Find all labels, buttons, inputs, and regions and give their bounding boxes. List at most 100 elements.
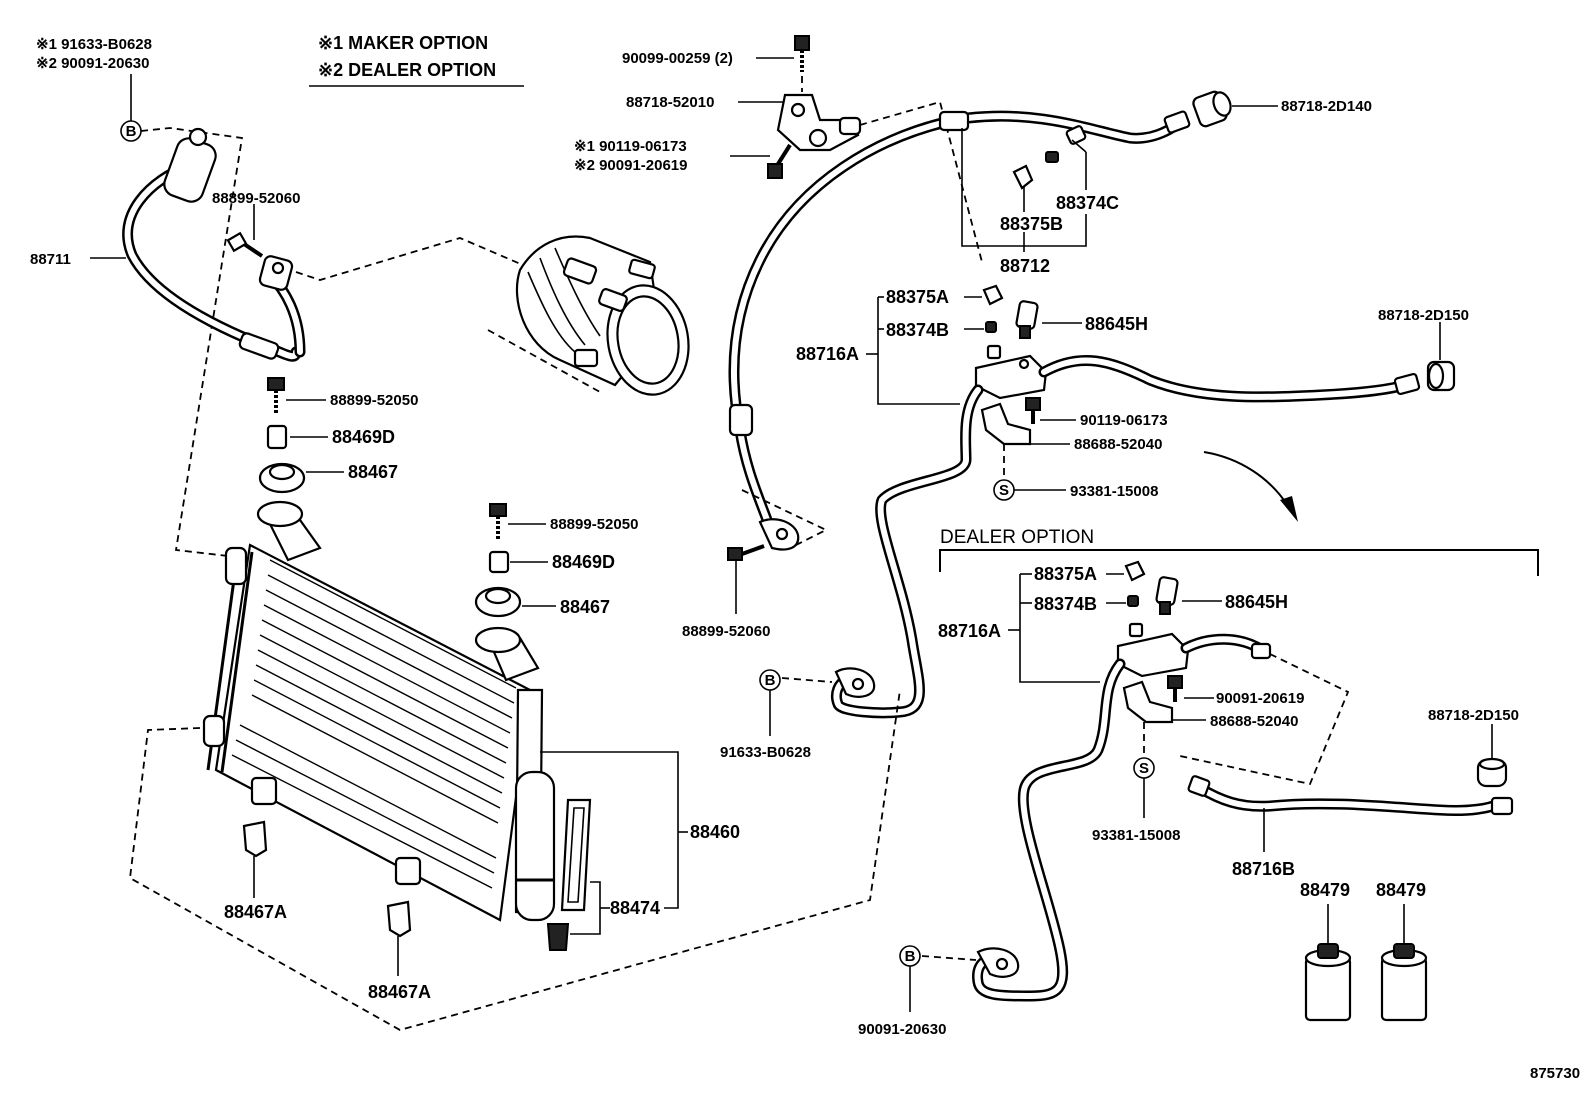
- label-88716a-top: 88716A: [796, 344, 859, 364]
- label-88375b: 88375B: [1000, 214, 1063, 234]
- fitting-91633-b0628[interactable]: [834, 667, 876, 698]
- bolt-90119-06173[interactable]: [1025, 397, 1041, 424]
- label-93381-15008-top: 93381-15008: [1070, 483, 1158, 500]
- label-88711: 88711: [30, 251, 71, 268]
- bolt-90091-20619[interactable]: [1167, 675, 1183, 702]
- svg-text:B: B: [905, 948, 916, 965]
- label-88374c: 88374C: [1056, 193, 1119, 213]
- bolt-88899-52060-top[interactable]: [226, 231, 264, 258]
- core-88374b-top[interactable]: [985, 321, 997, 333]
- bolt-88899-52050-a[interactable]: [267, 377, 285, 414]
- label-88469d-a: 88469D: [332, 427, 395, 447]
- label-88899-52050-b: 88899-52050: [550, 516, 638, 533]
- tube-end-right: [1393, 372, 1421, 396]
- core-88374b-low[interactable]: [1127, 595, 1139, 607]
- label-90091-20619: 90091-20619: [1216, 690, 1304, 707]
- label-88718-2d150-low: 88718-2D150: [1428, 707, 1519, 724]
- arrow-head: [1280, 496, 1298, 522]
- label-88645h-top: 88645H: [1085, 314, 1148, 334]
- expansion-valve-low: [1116, 622, 1190, 678]
- legend-dealer-option: ※2 DEALER OPTION: [318, 60, 496, 80]
- switch-88645h-top[interactable]: [1015, 300, 1039, 339]
- label-93381-15008-low: 93381-15008: [1092, 827, 1180, 844]
- bolt-90099-00259[interactable]: [794, 35, 810, 72]
- desiccant-88474[interactable]: [560, 798, 592, 912]
- condenser-88460: [202, 518, 540, 922]
- tube-joint-top: [938, 110, 970, 132]
- refrigerant-can-88479-a[interactable]: [1304, 943, 1352, 1022]
- callout-s-low[interactable]: S: [1133, 757, 1155, 779]
- callout-b-bottom[interactable]: B: [899, 945, 921, 967]
- legend-maker-option: ※1 MAKER OPTION: [318, 33, 488, 53]
- callout-b-mid[interactable]: B: [759, 669, 781, 691]
- section-title-dealer-option: DEALER OPTION: [940, 527, 1094, 548]
- note-line-1: ※1 91633-B0628: [36, 36, 152, 53]
- label-88688-52040-low: 88688-52040: [1210, 713, 1298, 730]
- label-90091-20630: 90091-20630: [858, 1021, 946, 1038]
- hose-sleeve: [238, 332, 280, 360]
- label-88716b: 88716B: [1232, 859, 1295, 879]
- fitting-90091-20630[interactable]: [976, 947, 1020, 978]
- cap-small-88374c: [1045, 151, 1059, 163]
- stub-tube-end: [1250, 642, 1272, 660]
- label-88479-b: 88479: [1376, 880, 1426, 900]
- label-88899-52060-top: 88899-52060: [212, 190, 300, 207]
- cap-88718-2d150-low[interactable]: [1476, 757, 1508, 788]
- bracket-88688-52040-top[interactable]: [980, 402, 1032, 446]
- label-88899-52060-mid: 88899-52060: [682, 623, 770, 640]
- callout-b-top[interactable]: B: [120, 120, 142, 142]
- callout-s-top[interactable]: S: [993, 479, 1015, 501]
- label-90099-00259: 90099-00259 (2): [622, 50, 733, 67]
- bolt-88899-52060-mid[interactable]: [727, 544, 765, 561]
- liquid-tube-front: [830, 384, 984, 719]
- valve-core-88374c[interactable]: [1065, 125, 1087, 145]
- section-bracket: [939, 549, 1539, 576]
- cap-88375a-top[interactable]: [982, 284, 1004, 306]
- dash-compressor-bottom: [487, 329, 601, 393]
- bracket-88718-52010[interactable]: [776, 93, 862, 152]
- label-88469d-b: 88469D: [552, 552, 615, 572]
- cap-88375b[interactable]: [1012, 164, 1034, 190]
- tube-88716b-end-right: [1490, 796, 1514, 816]
- plug-88474[interactable]: [546, 923, 570, 951]
- label-88479-a: 88479: [1300, 880, 1350, 900]
- switch-88645h-low[interactable]: [1155, 576, 1179, 615]
- label-88899-52050-a: 88899-52050: [330, 392, 418, 409]
- label-88718-2d150-top: 88718-2D150: [1378, 307, 1469, 324]
- cap-88718-2d150-top[interactable]: [1426, 360, 1456, 392]
- label-88375a-top: 88375A: [886, 287, 949, 307]
- hose-sleeve-mid: [728, 403, 754, 437]
- label-88645h-low: 88645H: [1225, 592, 1288, 612]
- collar-88469d-b[interactable]: [488, 550, 510, 574]
- bracket-88688-52040-low[interactable]: [1122, 680, 1174, 724]
- hose-fitting-mid: [758, 518, 800, 551]
- cushion-88467a-b[interactable]: [386, 900, 412, 938]
- cap-88718-2d140[interactable]: [1192, 90, 1234, 128]
- dash-hose-to-condenser: [140, 127, 244, 557]
- label-88374b-low: 88374B: [1034, 594, 1097, 614]
- bolt-90119-06173-top[interactable]: [767, 143, 792, 179]
- hose-fitting-compressor: [258, 255, 294, 291]
- tube-end-top: [1163, 110, 1191, 134]
- arrow-to-dealer-option: [1203, 451, 1289, 507]
- dash-compressor-top: [295, 237, 531, 281]
- refrigerant-can-88479-b[interactable]: [1380, 943, 1428, 1022]
- dash-condenser-loop: [129, 689, 901, 1031]
- collar-88469d-a[interactable]: [266, 424, 288, 450]
- label-88375a-low: 88375A: [1034, 564, 1097, 584]
- cushion-88467a-a[interactable]: [242, 820, 268, 858]
- label-88712: 88712: [1000, 256, 1050, 276]
- label-91633-b0628: 91633-B0628: [720, 744, 811, 761]
- bolt-88899-52050-b[interactable]: [489, 503, 507, 540]
- svg-text:S: S: [999, 482, 1009, 499]
- label-88460: 88460: [690, 822, 740, 842]
- label-88718-2d140: 88718-2D140: [1281, 98, 1372, 115]
- bolt-note-line-1: ※1 90119-06173: [574, 138, 687, 155]
- label-88467-b: 88467: [560, 597, 610, 617]
- bracket-88716a-low: [1019, 574, 1100, 683]
- label-88374b-top: 88374B: [886, 320, 949, 340]
- cap-88375a-low[interactable]: [1124, 560, 1146, 582]
- label-88474: 88474: [610, 898, 660, 918]
- label-88467a-b: 88467A: [368, 982, 431, 1002]
